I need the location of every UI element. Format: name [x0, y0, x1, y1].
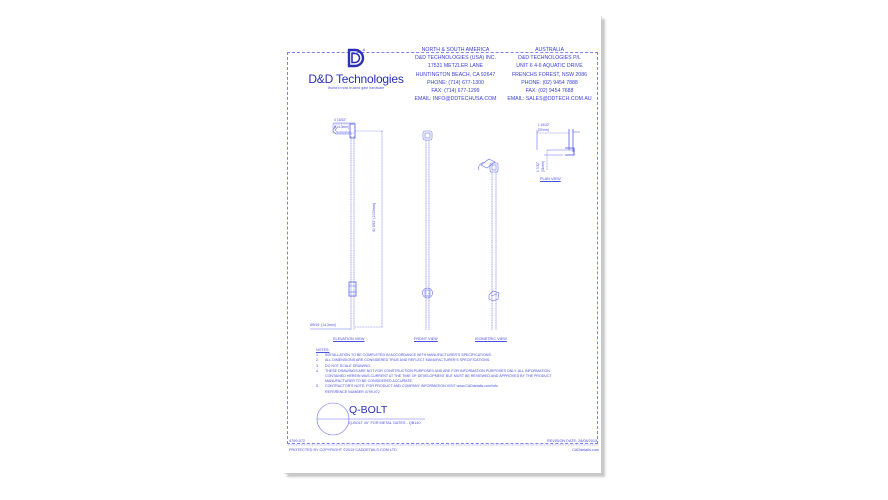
office-street: UNIT 6 4-6 AQUATIC DRIVE [516, 63, 583, 70]
elevation-dim-height: 40 9/32" [1023mm] [372, 203, 376, 232]
elevation-view-label: ELEVATION VIEW [333, 337, 365, 341]
office-phone: PHONE: (714) 677-1300 [427, 79, 484, 86]
plan-view-drawing [536, 129, 580, 170]
elevation-dim-width: 4 15/32" [334, 118, 347, 122]
office-region: NORTH & SOUTH AMERICA [421, 47, 490, 53]
notes-section: NOTES: 1.INSTALLATION TO BE COMPLETED IN… [316, 348, 596, 395]
note-item: 4.THESE DRAWINGS ARE NOT FOR CONSTRUCTIO… [316, 368, 550, 373]
isometric-view-drawing [478, 158, 500, 330]
office-fax: FAX: (714) 677-1299 [431, 87, 480, 94]
drawing-sheet [283, 15, 601, 473]
drawing-number: 4799-072 [289, 439, 306, 443]
plan-dim-width: 1 15/32" [538, 123, 550, 127]
office-city: FRENCHS FOREST, NSW 2086 [512, 71, 587, 78]
front-view-drawing [422, 130, 433, 330]
office-email: EMAIL: INFO@DDTECHUSA.COM [414, 96, 497, 103]
title-block-graphic [316, 402, 425, 436]
front-view-label: FRONT VIEW [414, 337, 438, 341]
office-company: D&D TECHNOLOGIES P/L [518, 55, 581, 62]
site-link[interactable]: CADdetails.com [572, 448, 600, 452]
note-item: CONTAINED HEREIN WAS CURRENT AT THE TIME… [325, 374, 552, 379]
note-item: REFERENCE NUMBER 4799-072 [325, 389, 380, 394]
elevation-dim-diameter: Ø9/16" [14.3mm] [310, 323, 336, 327]
note-item: 1.INSTALLATION TO BE COMPLETED IN ACCORD… [316, 353, 492, 358]
office-city: HUNTINGTON BEACH, CA 92647 [415, 71, 496, 78]
office-phone: PHONE: (02) 9454 7888 [521, 79, 578, 86]
office-australia: AUSTRALIA D&D TECHNOLOGIES P/L UNIT 6 4-… [502, 46, 597, 103]
plan-dim-depth: 1 7/32" [536, 162, 540, 172]
note-item: 3.DO NOT SCALE DRAWING. [316, 363, 371, 368]
notes-heading: NOTES: [316, 348, 330, 352]
elevation-view-drawing [310, 122, 383, 330]
office-fax: FAX: (02) 9454 7688 [525, 87, 574, 94]
office-region: AUSTRALIA [535, 47, 564, 53]
isometric-view-label: ISOMETRIC VIEW [475, 337, 507, 341]
plan-dim-width-mm: [37mm] [538, 128, 549, 132]
note-item: MANUFACTURER TO BE CONSIDERED ACCURATE. [325, 379, 413, 384]
note-item: 2.ALL DIMENSIONS ARE CONSIDERED TRUE AND… [316, 358, 491, 363]
plan-view-label: PLAN VIEW [540, 177, 561, 181]
office-email: EMAIL: SALES@DDTECH.COM.AU [507, 96, 592, 103]
copyright-notice: PROTECTED BY COPYRIGHT ©2019 CADDETAILS.… [289, 448, 397, 452]
revision-date: REVISION DATE: 28/08/2019 [547, 439, 598, 443]
elevation-dim-width-mm: [114.3mm] [334, 125, 349, 129]
plan-dim-depth-mm: [31mm] [541, 161, 545, 172]
brand-tagline: World's most trusted gate hardware [327, 86, 385, 90]
dd-logo-icon [347, 48, 366, 68]
drawing-border [287, 52, 598, 444]
note-item: 5.CONTRACTOR'S NOTE: FOR PRODUCT AND COM… [316, 384, 498, 389]
drawing-subtitle: Q-BOLT 40" FOR METAL GATES - QB140 [349, 421, 421, 425]
brand-name: D&D Technologies [308, 72, 404, 86]
office-company: D&D TECHNOLOGIES (USA) INC. [415, 55, 496, 62]
drawing-title: Q-BOLT [349, 404, 388, 416]
office-americas: NORTH & SOUTH AMERICA D&D TECHNOLOGIES (… [408, 46, 503, 103]
office-street: 17531 METZLER LANE [427, 63, 484, 70]
